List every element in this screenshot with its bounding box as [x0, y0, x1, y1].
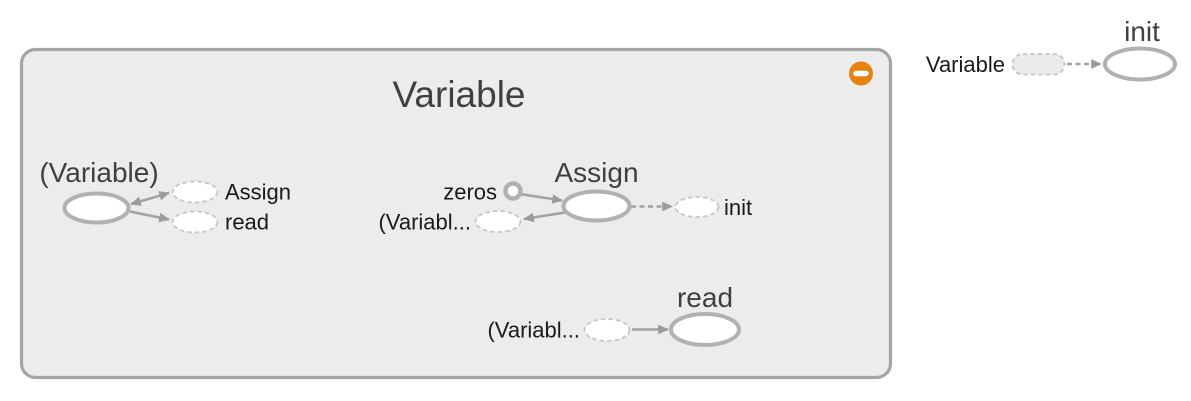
- annotation-assign-ellipse[interactable]: [171, 180, 219, 204]
- node-zeros-const[interactable]: [503, 181, 523, 201]
- node-read-op[interactable]: [669, 312, 741, 347]
- annotation-init-ellipse[interactable]: [674, 196, 720, 218]
- node-variable-op[interactable]: [62, 191, 131, 225]
- annotation-read-ellipse[interactable]: [171, 210, 219, 234]
- annotation-variable-ref2-ellipse[interactable]: [583, 318, 631, 342]
- annotation-assign-label: Assign: [225, 180, 291, 205]
- annotation-zeros-label: zeros: [443, 180, 497, 205]
- edge-zeros-assign: [519, 192, 563, 204]
- annotation-variable-ref-ellipse[interactable]: [474, 210, 522, 233]
- node-init-op-label: init: [1124, 16, 1160, 47]
- collapse-button[interactable]: [849, 61, 873, 86]
- node-variable-op-label: (Variable): [39, 157, 158, 188]
- annotation-variable-meta-rect[interactable]: [1011, 53, 1066, 76]
- node-init-op[interactable]: [1103, 46, 1177, 82]
- metanode-title: Variable: [392, 74, 525, 115]
- node-assign-op[interactable]: [561, 189, 632, 223]
- node-assign-op-label: Assign: [554, 157, 638, 188]
- edge-assign-variable-ref: [523, 211, 566, 223]
- minus-icon: [853, 70, 869, 77]
- annotation-variable-ref2-label: (Variabl...: [487, 318, 580, 343]
- edge-variable-assign: [130, 191, 170, 206]
- edge-variable-read: [129, 210, 170, 223]
- annotation-variable-ref-label: (Variabl...: [378, 210, 471, 235]
- annotation-read-label: read: [225, 210, 269, 235]
- node-read-op-label: read: [677, 282, 733, 313]
- annotation-variable-meta-label: Variable: [926, 52, 1005, 77]
- metanode-variable[interactable]: [19, 47, 893, 380]
- annotation-init-label: init: [724, 195, 752, 220]
